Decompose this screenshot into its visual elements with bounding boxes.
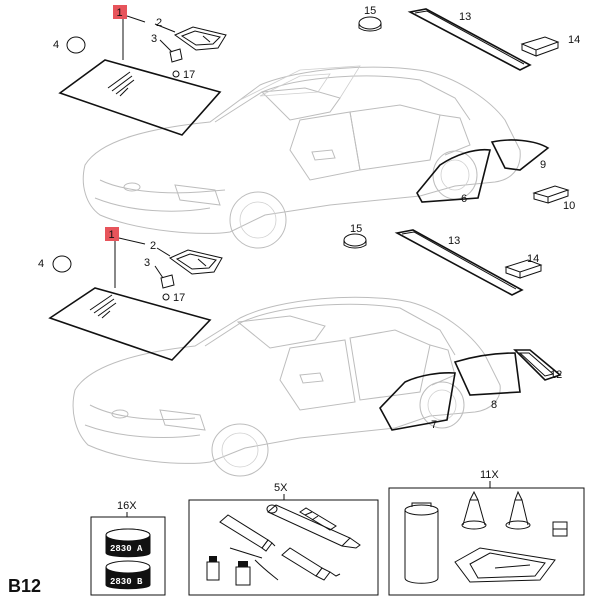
lower-label-4: 4 <box>38 258 44 270</box>
cap-small <box>552 521 568 537</box>
upper-label-2: 2 <box>156 17 162 29</box>
nozzle-cone-a <box>461 490 487 530</box>
upper-pad-3[interactable] <box>159 39 183 63</box>
lower-block-14[interactable] <box>504 259 543 279</box>
lower-callout-1: 1 <box>105 227 146 288</box>
upper-callout-1: 1 <box>113 5 146 60</box>
lower-quarter-glass-12[interactable] <box>513 349 562 381</box>
jar-b: 2830 B <box>105 560 151 590</box>
upper-door-glass-6[interactable] <box>416 148 491 203</box>
upper-labels: 2 3 4 13 14 15 17 6 9 10 <box>53 5 580 212</box>
applicator-pack <box>454 547 556 583</box>
lower-clip-17[interactable] <box>162 293 170 301</box>
upper-label-3: 3 <box>151 33 157 45</box>
upper-block-14[interactable] <box>520 36 560 57</box>
upper-block-10[interactable] <box>532 185 570 204</box>
lower-door-glass-8[interactable] <box>453 352 521 396</box>
kit-11x[interactable]: 11X <box>388 469 585 596</box>
lower-label-8: 8 <box>491 399 497 411</box>
cartridge-tall <box>404 502 439 584</box>
lower-car-ghost <box>72 296 501 477</box>
kit-16x-title: 16X <box>117 500 137 512</box>
lower-pad-3[interactable] <box>154 265 175 289</box>
upper-quarter-glass-9[interactable] <box>490 139 550 171</box>
kit-5x-title: 5X <box>274 482 288 494</box>
lower-label-2: 2 <box>150 240 156 252</box>
lower-label-15: 15 <box>350 223 362 235</box>
upper-label-15: 15 <box>364 5 376 17</box>
lower-label-13: 13 <box>448 235 460 247</box>
upper-label-6: 6 <box>461 193 467 205</box>
upper-label-14: 14 <box>568 34 580 46</box>
cartridge <box>266 504 361 549</box>
lower-windscreen[interactable] <box>48 287 212 361</box>
lower-clip-15[interactable] <box>343 233 367 249</box>
nozzle <box>299 507 337 531</box>
jar-a: 2830 A <box>105 528 151 558</box>
nozzle-cone-b <box>505 490 531 530</box>
lower-mirror-base-2[interactable] <box>156 247 223 275</box>
upper-clip-17[interactable] <box>172 70 180 78</box>
upper-label-10: 10 <box>563 200 575 212</box>
lower-label-12: 12 <box>550 369 562 381</box>
lower-door-glass-7[interactable] <box>379 372 456 431</box>
wire-tool <box>229 547 279 581</box>
upper-rear-window-13[interactable] <box>407 8 532 71</box>
lower-label-7: 7 <box>431 419 437 431</box>
svg-text:1: 1 <box>109 229 115 241</box>
sheet-code: B12 <box>8 576 41 596</box>
upper-clip-4[interactable] <box>66 36 86 54</box>
upper-label-9: 9 <box>540 159 546 171</box>
lower-label-17: 17 <box>173 292 185 304</box>
upper-clip-15[interactable] <box>358 16 382 32</box>
bottle-small <box>206 556 251 586</box>
upper-label-4: 4 <box>53 39 59 51</box>
upper-car-ghost <box>82 65 521 249</box>
kit-5x[interactable]: 5X <box>188 482 379 596</box>
tube-right <box>281 547 341 581</box>
lower-label-14: 14 <box>527 253 539 265</box>
upper-mirror-base-2[interactable] <box>154 23 227 51</box>
lower-labels: 2 3 4 13 14 15 17 7 8 12 <box>38 223 562 431</box>
lower-rear-window-13[interactable] <box>394 229 524 296</box>
svg-text:1: 1 <box>117 7 123 19</box>
lower-label-3: 3 <box>144 257 150 269</box>
lower-clip-4[interactable] <box>52 255 72 273</box>
upper-label-17: 17 <box>183 69 195 81</box>
kit-16x[interactable]: 16X 2830 A 2830 B <box>90 500 166 596</box>
upper-label-13: 13 <box>459 11 471 23</box>
kit-11x-title: 11X <box>480 469 499 481</box>
jar-a-label: 2830 A <box>110 544 143 554</box>
upper-windscreen[interactable] <box>58 59 222 136</box>
jar-b-label: 2830 B <box>110 577 143 587</box>
tube-left <box>219 514 276 552</box>
